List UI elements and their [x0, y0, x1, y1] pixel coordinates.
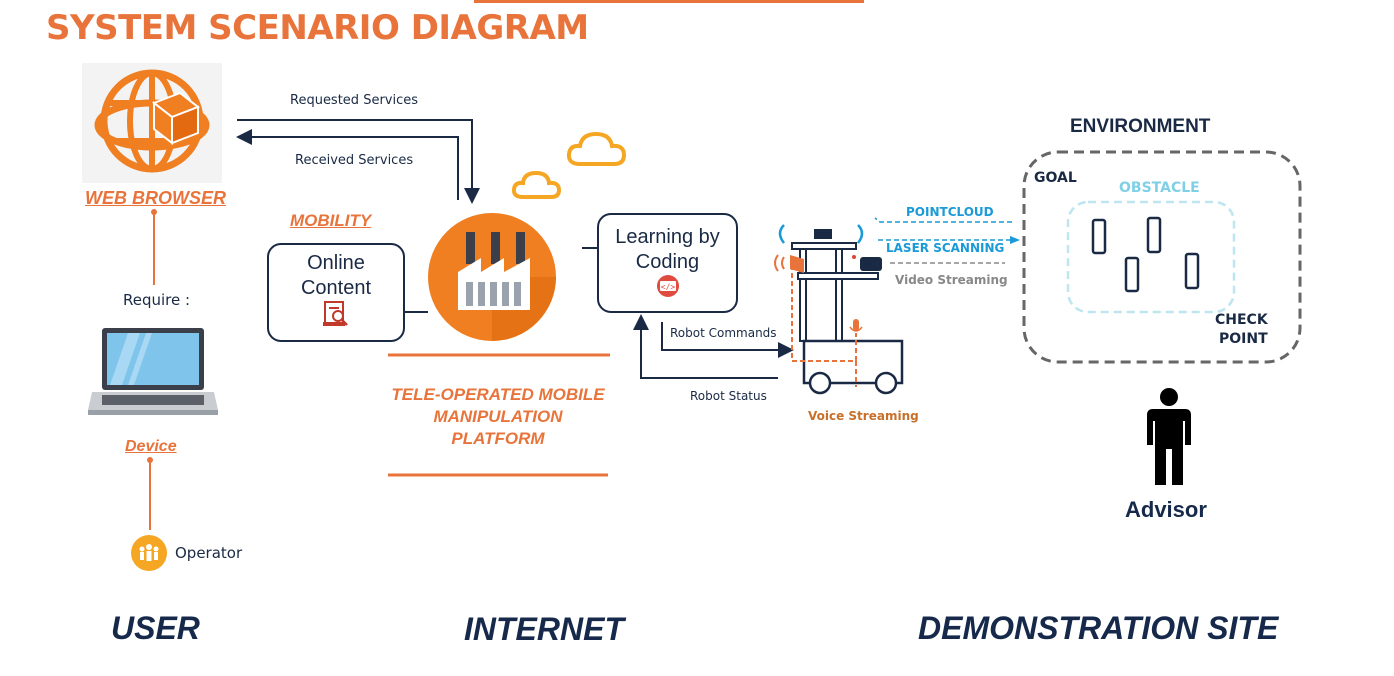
online-content-line1: Online — [307, 252, 365, 274]
require-label: Require : — [123, 291, 191, 309]
mobility-label: MOBILITY — [290, 211, 372, 230]
code-icon: </> — [656, 275, 679, 297]
platform-line1: TELE-OPERATED MOBILE — [391, 385, 605, 404]
document-search-icon — [323, 301, 348, 326]
advisor-person-icon — [1143, 387, 1195, 492]
cloud-icon-small — [511, 168, 563, 207]
robot-icon — [770, 215, 910, 400]
svg-text:</>: </> — [660, 283, 675, 292]
robot-commands-label: Robot Commands — [670, 326, 777, 340]
cloud-icon — [566, 128, 628, 175]
platform-title: TELE-OPERATED MOBILE MANIPULATION PLATFO… — [380, 384, 616, 450]
section-demonstration-site: DEMONSTRATION SITE — [918, 610, 1279, 646]
check-label: CHECK — [1215, 312, 1268, 328]
goal-label: GOAL — [1034, 170, 1077, 186]
advisor-label: Advisor — [1125, 497, 1207, 522]
obstacle-label: OBSTACLE — [1119, 180, 1200, 196]
device-label: Device — [125, 438, 177, 455]
section-internet: INTERNET — [464, 611, 624, 647]
online-content-box: Online Content — [267, 243, 405, 342]
received-services-label: Received Services — [295, 153, 414, 168]
page-title: SYSTEM SCENARIO DIAGRAM — [46, 8, 589, 48]
requested-services-label: Requested Services — [290, 93, 419, 108]
web-browser-label: WEB BROWSER — [85, 188, 226, 208]
platform-line3: PLATFORM — [451, 429, 545, 448]
web-browser-globe-icon — [82, 63, 222, 183]
point-label: POINT — [1219, 331, 1268, 347]
video-streaming-label: Video Streaming — [895, 273, 1008, 287]
operator-label: Operator — [175, 544, 243, 562]
voice-streaming-label: Voice Streaming — [808, 409, 919, 423]
platform-line2: MANIPULATION — [433, 407, 563, 426]
top-accent-bar — [474, 0, 864, 3]
factory-icon — [426, 212, 558, 347]
laser-scanning-label: LASER SCANNING — [886, 241, 1005, 255]
environment-title: ENVIRONMENT — [1070, 116, 1211, 137]
online-content-line2: Content — [300, 277, 372, 299]
robot-status-label: Robot Status — [690, 389, 767, 403]
learning-line1: Learning by — [615, 226, 720, 248]
pointcloud-label: POINTCLOUD — [906, 205, 994, 219]
section-user: USER — [111, 610, 200, 646]
laptop-icon — [88, 326, 218, 423]
learning-by-coding-box: Learning by Coding </> — [597, 213, 738, 313]
learning-line2: Coding — [635, 251, 700, 273]
operator-icon — [131, 535, 167, 571]
